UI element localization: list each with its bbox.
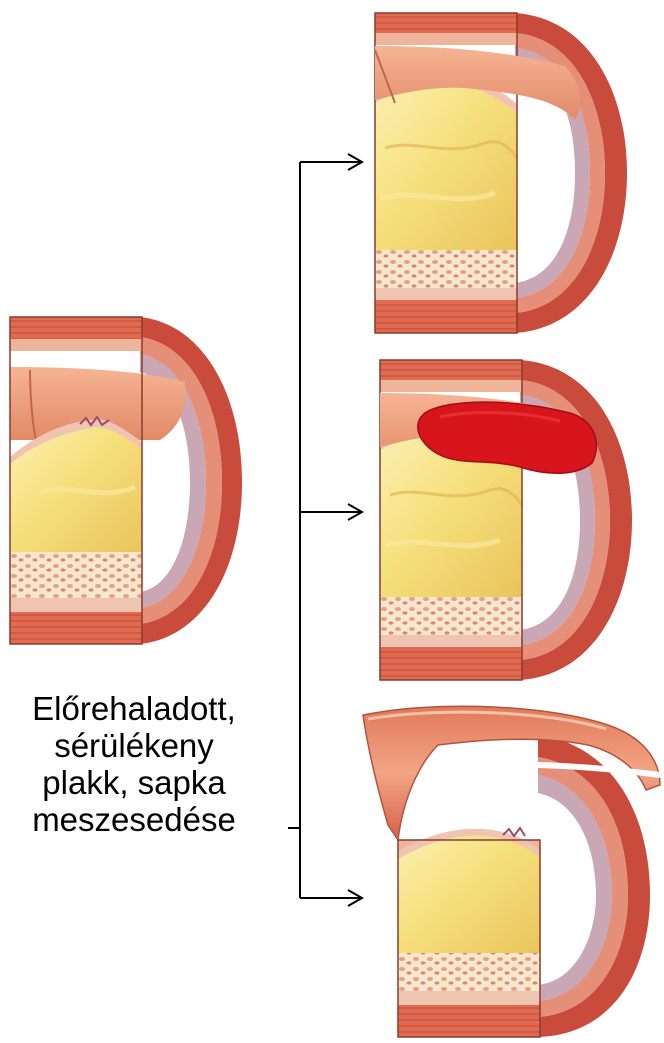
caption-line-4: meszesedése <box>0 801 268 838</box>
outcome-cap-tear-illustration <box>363 706 660 1037</box>
source-artery-illustration <box>10 317 242 644</box>
caption-line-2: sérülékeny <box>0 727 268 764</box>
outcome-stable-illustration <box>375 13 627 333</box>
outcome-thrombus-illustration <box>380 360 632 680</box>
caption-line-3: plakk, sapka <box>0 764 268 801</box>
caption: Előrehaladott, sérülékeny plakk, sapka m… <box>0 690 268 838</box>
caption-line-1: Előrehaladott, <box>0 690 268 727</box>
branch-connector <box>288 154 362 906</box>
